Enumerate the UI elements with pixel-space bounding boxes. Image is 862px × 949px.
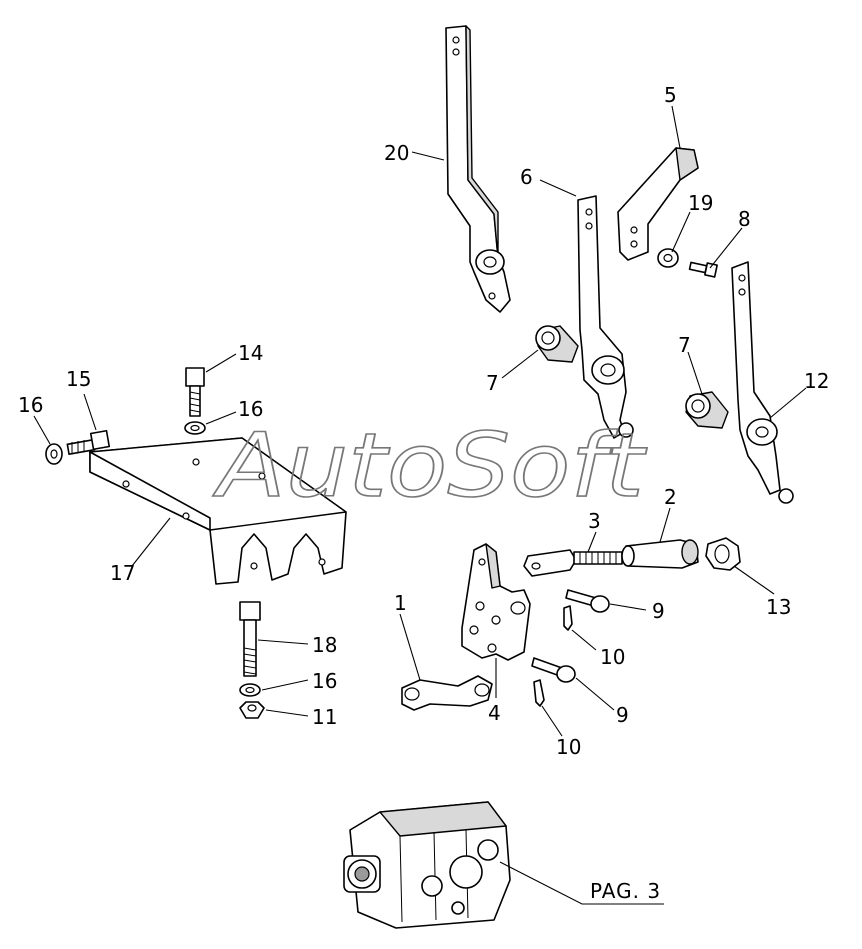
callout-9-lower: 9 <box>616 703 629 727</box>
part-3-rod-end <box>523 549 623 577</box>
callout-10-lower: 10 <box>556 735 581 759</box>
reference-valve-assembly <box>343 801 511 929</box>
callout-4: 4 <box>488 701 501 725</box>
leader-10a <box>571 629 597 651</box>
part-7-bushing-left <box>535 325 579 363</box>
part-2-sleeve <box>621 539 699 569</box>
part-11-nut <box>239 701 265 719</box>
leader-11 <box>265 709 309 717</box>
part-20-lever-arm <box>445 25 511 313</box>
callout-13: 13 <box>766 595 791 619</box>
callout-3: 3 <box>588 509 601 533</box>
callout-9-upper: 9 <box>652 599 665 623</box>
callout-5: 5 <box>664 83 677 107</box>
part-16-washer-upper <box>184 421 206 435</box>
part-16-washer-left <box>45 443 63 465</box>
leader-6 <box>539 179 577 197</box>
leader-16a <box>33 415 51 445</box>
leader-5 <box>671 105 681 149</box>
leader-12 <box>769 387 807 419</box>
leader-16b <box>205 411 237 425</box>
callout-11: 11 <box>312 705 337 729</box>
callout-14: 14 <box>238 341 263 365</box>
callout-20: 20 <box>384 141 409 165</box>
page-reference-label: PAG. 3 <box>590 879 661 903</box>
callout-7-right: 7 <box>678 333 691 357</box>
callout-12: 12 <box>804 369 829 393</box>
leader-19 <box>671 211 691 253</box>
part-4-yoke-bracket <box>461 543 531 661</box>
callout-17: 17 <box>110 561 135 585</box>
part-13-clip-ring <box>705 537 741 571</box>
leader-14 <box>205 353 237 373</box>
leader-7a <box>501 349 539 379</box>
callout-19: 19 <box>688 191 713 215</box>
part-10-cotter-pin-lower <box>533 679 545 707</box>
leader-pag <box>499 861 664 905</box>
callout-15: 15 <box>66 367 91 391</box>
callout-10-upper: 10 <box>600 645 625 669</box>
callout-18: 18 <box>312 633 337 657</box>
leader-7b <box>687 351 703 395</box>
leader-20 <box>411 151 445 161</box>
leader-9a <box>609 603 647 611</box>
leader-18 <box>257 639 309 645</box>
part-10-cotter-pin-upper <box>563 605 573 631</box>
leader-1 <box>399 613 421 681</box>
part-7-bushing-right <box>685 391 729 429</box>
part-12-lever <box>731 261 794 504</box>
leader-lines <box>33 105 807 905</box>
part-1-link-plate <box>401 675 493 711</box>
leader-16c <box>261 679 309 691</box>
callout-8: 8 <box>738 207 751 231</box>
callout-6: 6 <box>520 165 533 189</box>
callout-2: 2 <box>664 485 677 509</box>
leader-8 <box>709 227 743 269</box>
leader-13 <box>733 565 775 595</box>
leader-9b <box>575 677 615 711</box>
part-9-pin-upper <box>565 589 610 613</box>
part-5-bracket <box>617 147 699 261</box>
leader-17 <box>131 517 171 567</box>
part-14-bolt <box>185 367 205 417</box>
callout-16-lower: 16 <box>312 669 337 693</box>
part-6-lever <box>577 195 634 439</box>
callout-16-left: 16 <box>18 393 43 417</box>
callout-1: 1 <box>394 591 407 615</box>
callout-labels: 20 6 5 19 8 7 7 12 14 16 15 16 17 18 16 … <box>18 83 829 903</box>
leader-3 <box>587 531 597 553</box>
part-8-screw <box>688 261 718 278</box>
part-16-washer-lower <box>239 683 261 697</box>
part-19-nut <box>657 248 679 268</box>
watermark: AutoSoft <box>212 414 648 517</box>
part-9-pin-lower <box>531 657 576 683</box>
callout-7-left: 7 <box>486 371 499 395</box>
part-18-long-bolt <box>239 601 261 677</box>
leader-10b <box>541 705 563 737</box>
callout-16-upper: 16 <box>238 397 263 421</box>
part-17-mounting-plate <box>89 437 347 585</box>
leader-2 <box>659 507 671 543</box>
part-15-bolt <box>66 429 111 455</box>
leader-15 <box>83 393 97 431</box>
